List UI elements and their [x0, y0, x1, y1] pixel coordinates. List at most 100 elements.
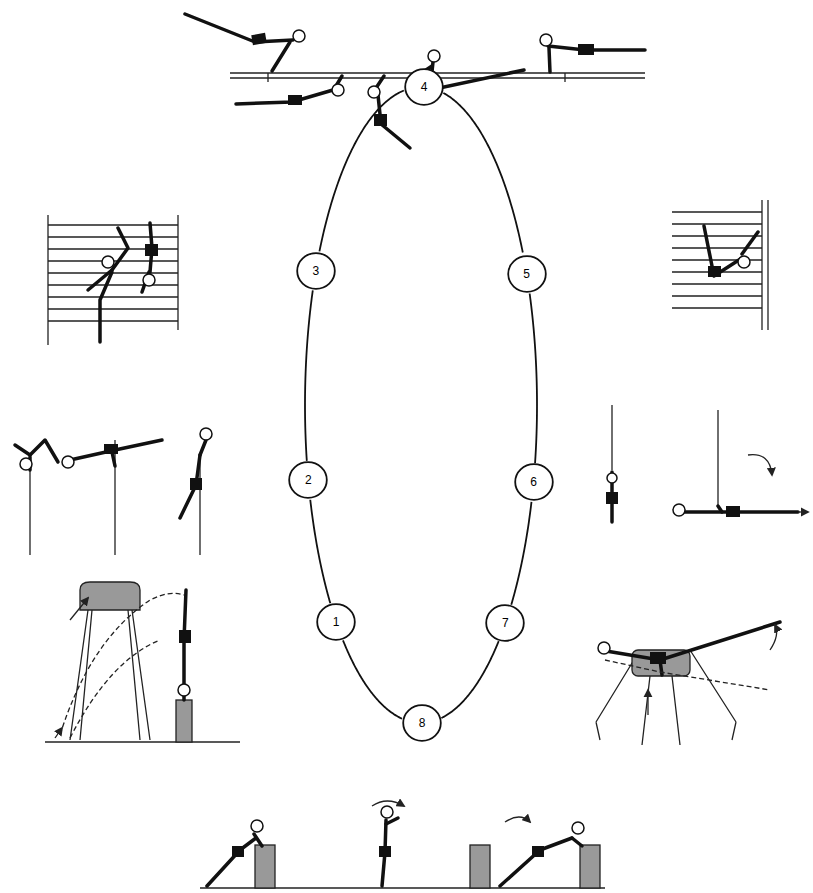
parallel-bars-sequence-part — [230, 72, 645, 73]
pommel-horse-right-part — [647, 690, 648, 715]
rings-right-part — [611, 405, 612, 470]
bar-sequence-part — [104, 444, 118, 454]
cycle-arc — [305, 290, 313, 461]
rings-right-part — [607, 473, 617, 483]
parallel-bars-sequence-part — [368, 86, 380, 98]
wall-bars-left — [48, 215, 178, 345]
rings-right-part — [726, 506, 740, 517]
parallel-bars-sequence-part — [272, 42, 290, 71]
turning-sequence-part — [470, 845, 490, 888]
wall-bars-right — [672, 200, 768, 330]
step-number: 6 — [514, 463, 554, 489]
pommel-horse-right-part — [642, 676, 680, 745]
parallel-bars-sequence-part — [540, 34, 552, 46]
step-circle: 2 — [288, 461, 328, 499]
bar-sequence-part — [200, 440, 206, 455]
step-circle: 6 — [514, 463, 554, 501]
wall-bars-left-part — [102, 256, 114, 268]
parallel-bars-sequence-part — [251, 33, 267, 45]
step-number: 4 — [404, 68, 444, 94]
turning-sequence-part — [500, 838, 572, 886]
turning-sequence-part — [251, 820, 263, 832]
rings-right — [606, 405, 808, 522]
cycle-arc — [310, 500, 330, 604]
step-circle: 4 — [404, 68, 444, 106]
rings-right-part — [717, 410, 718, 505]
rings-right-part — [685, 510, 798, 514]
turning-sequence-part — [505, 817, 530, 822]
wall-bars-right-part — [761, 200, 762, 330]
bar-sequence — [15, 428, 212, 555]
step-circle: 3 — [296, 252, 336, 290]
cycle-arc — [343, 640, 402, 718]
bar-sequence-part — [190, 478, 202, 490]
vault-left-part — [45, 741, 240, 742]
vault-left-part — [176, 700, 192, 742]
wall-bars-right-part — [767, 200, 768, 330]
parallel-bars-sequence-part — [185, 14, 293, 42]
parallel-bars-sequence-part — [430, 62, 524, 90]
step-number: 3 — [296, 252, 336, 278]
wall-bars-right-part — [704, 226, 742, 276]
wall-bars-right-part — [738, 256, 750, 268]
parallel-bars-sequence-part — [267, 73, 268, 82]
step-number: 1 — [316, 603, 356, 629]
wall-bars-right-part — [708, 266, 721, 277]
vault-left-part — [80, 582, 140, 610]
step-number: 2 — [288, 461, 328, 487]
pommel-horse-right-part — [598, 642, 610, 654]
parallel-bars-sequence — [185, 14, 645, 148]
cycle-arc — [443, 93, 522, 253]
pommel-horse-right-part — [605, 660, 770, 690]
wall-bars-left-part — [100, 272, 112, 342]
step-number: 8 — [402, 704, 442, 730]
rings-right-part — [718, 506, 722, 512]
parallel-bars-sequence-part — [332, 84, 344, 96]
rings-right-part — [606, 492, 618, 504]
vault-left-part — [70, 640, 160, 738]
parallel-bars-sequence-part — [578, 44, 594, 55]
parallel-bars-sequence-part — [374, 114, 387, 126]
bar-sequence-part — [29, 470, 30, 555]
vault-left — [45, 582, 240, 742]
rings-right-part — [673, 504, 685, 516]
parallel-bars-sequence-part — [293, 30, 305, 42]
bar-sequence-part — [199, 460, 200, 555]
vault-left-part — [70, 598, 88, 620]
vault-left-part — [178, 684, 190, 696]
turning-sequence-part — [207, 838, 256, 886]
step-circle: 5 — [507, 255, 547, 293]
pommel-horse-right-part — [770, 625, 777, 650]
turning-sequence-part — [580, 845, 600, 888]
wall-bars-right-part — [742, 232, 758, 254]
turning-sequence-part — [572, 838, 582, 846]
pommel-horse-right-part — [600, 622, 780, 660]
bar-sequence-part — [62, 456, 74, 468]
wall-bars-left-part — [88, 270, 112, 290]
parallel-bars-sequence-part — [288, 95, 302, 105]
turning-sequence-part — [232, 846, 244, 857]
vault-left-part — [55, 728, 62, 738]
turning-sequence-part — [386, 818, 398, 824]
cycle-arc — [441, 641, 498, 718]
step-circle: 8 — [402, 704, 442, 742]
rings-right-part — [748, 455, 772, 475]
wall-bars-left-part — [145, 244, 158, 256]
pommel-horse-right-part — [650, 652, 666, 664]
step-number: 5 — [507, 255, 547, 281]
turning-sequence-part — [379, 846, 391, 857]
bar-sequence-part — [30, 440, 58, 462]
parallel-bars-sequence-part — [549, 48, 550, 72]
turning-sequence-part — [255, 845, 275, 888]
turning-sequence — [200, 801, 605, 888]
step-circle: 7 — [485, 604, 525, 642]
cycle-arc — [319, 90, 403, 251]
bar-sequence-part — [200, 428, 212, 440]
bar-sequence-part — [112, 452, 115, 466]
wall-bars-right-part — [672, 212, 762, 308]
step-circle: 1 — [316, 603, 356, 641]
parallel-bars-sequence-part — [428, 50, 440, 62]
